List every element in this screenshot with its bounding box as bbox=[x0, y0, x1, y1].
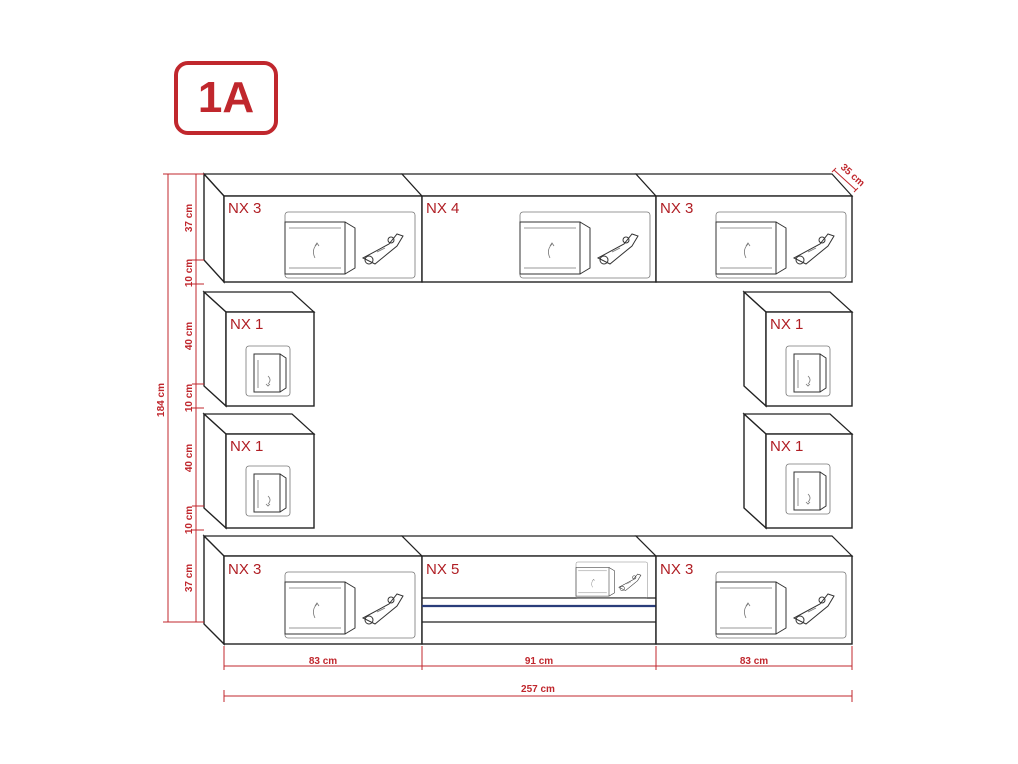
label-top-right: NX 3 bbox=[660, 200, 693, 217]
gap-2-label: 10 cm bbox=[184, 384, 195, 412]
height-bottom-label: 37 cm bbox=[184, 564, 195, 592]
label-mid-right-2: NX 1 bbox=[770, 438, 803, 455]
total-height-label: 184 cm bbox=[156, 383, 167, 417]
module-bottom-right bbox=[634, 535, 854, 645]
variant-badge-label: 1A bbox=[197, 73, 255, 122]
module-mid-left-1 bbox=[202, 290, 316, 408]
label-bottom-left: NX 3 bbox=[228, 561, 261, 578]
total-width-label: 257 cm bbox=[521, 684, 555, 695]
gap-1-label: 10 cm bbox=[184, 259, 195, 287]
width-right-label: 83 cm bbox=[740, 656, 768, 667]
label-mid-right-1: NX 1 bbox=[770, 316, 803, 333]
width-left-label: 83 cm bbox=[309, 656, 337, 667]
label-top-center: NX 4 bbox=[426, 200, 459, 217]
height-mid-2-label: 40 cm bbox=[184, 444, 195, 472]
total-width-dimension: 257 cm bbox=[223, 684, 853, 702]
height-mid-1-label: 40 cm bbox=[184, 322, 195, 350]
gap-3-label: 10 cm bbox=[184, 506, 195, 534]
label-bottom-right: NX 3 bbox=[660, 561, 693, 578]
variant-badge: 1A bbox=[174, 61, 278, 135]
module-mid-right-2 bbox=[742, 412, 854, 530]
width-dimensions: 83 cm 91 cm 83 cm bbox=[223, 646, 853, 670]
module-top-center bbox=[400, 173, 658, 283]
label-mid-left-2: NX 1 bbox=[230, 438, 263, 455]
module-mid-left-2 bbox=[202, 412, 316, 530]
label-top-left: NX 3 bbox=[228, 200, 261, 217]
width-center-label: 91 cm bbox=[525, 656, 553, 667]
height-top-label: 37 cm bbox=[184, 204, 195, 232]
section-height-dimensions: 37 cm 10 cm 40 cm 10 cm 40 cm 10 cm 37 c… bbox=[184, 173, 204, 623]
label-mid-left-1: NX 1 bbox=[230, 316, 263, 333]
label-bottom-center: NX 5 bbox=[426, 561, 459, 578]
module-bottom-left bbox=[202, 534, 424, 646]
module-top-right bbox=[634, 173, 854, 283]
module-top-left bbox=[202, 172, 424, 284]
module-mid-right-1 bbox=[742, 290, 854, 408]
module-bottom-center bbox=[400, 535, 658, 645]
